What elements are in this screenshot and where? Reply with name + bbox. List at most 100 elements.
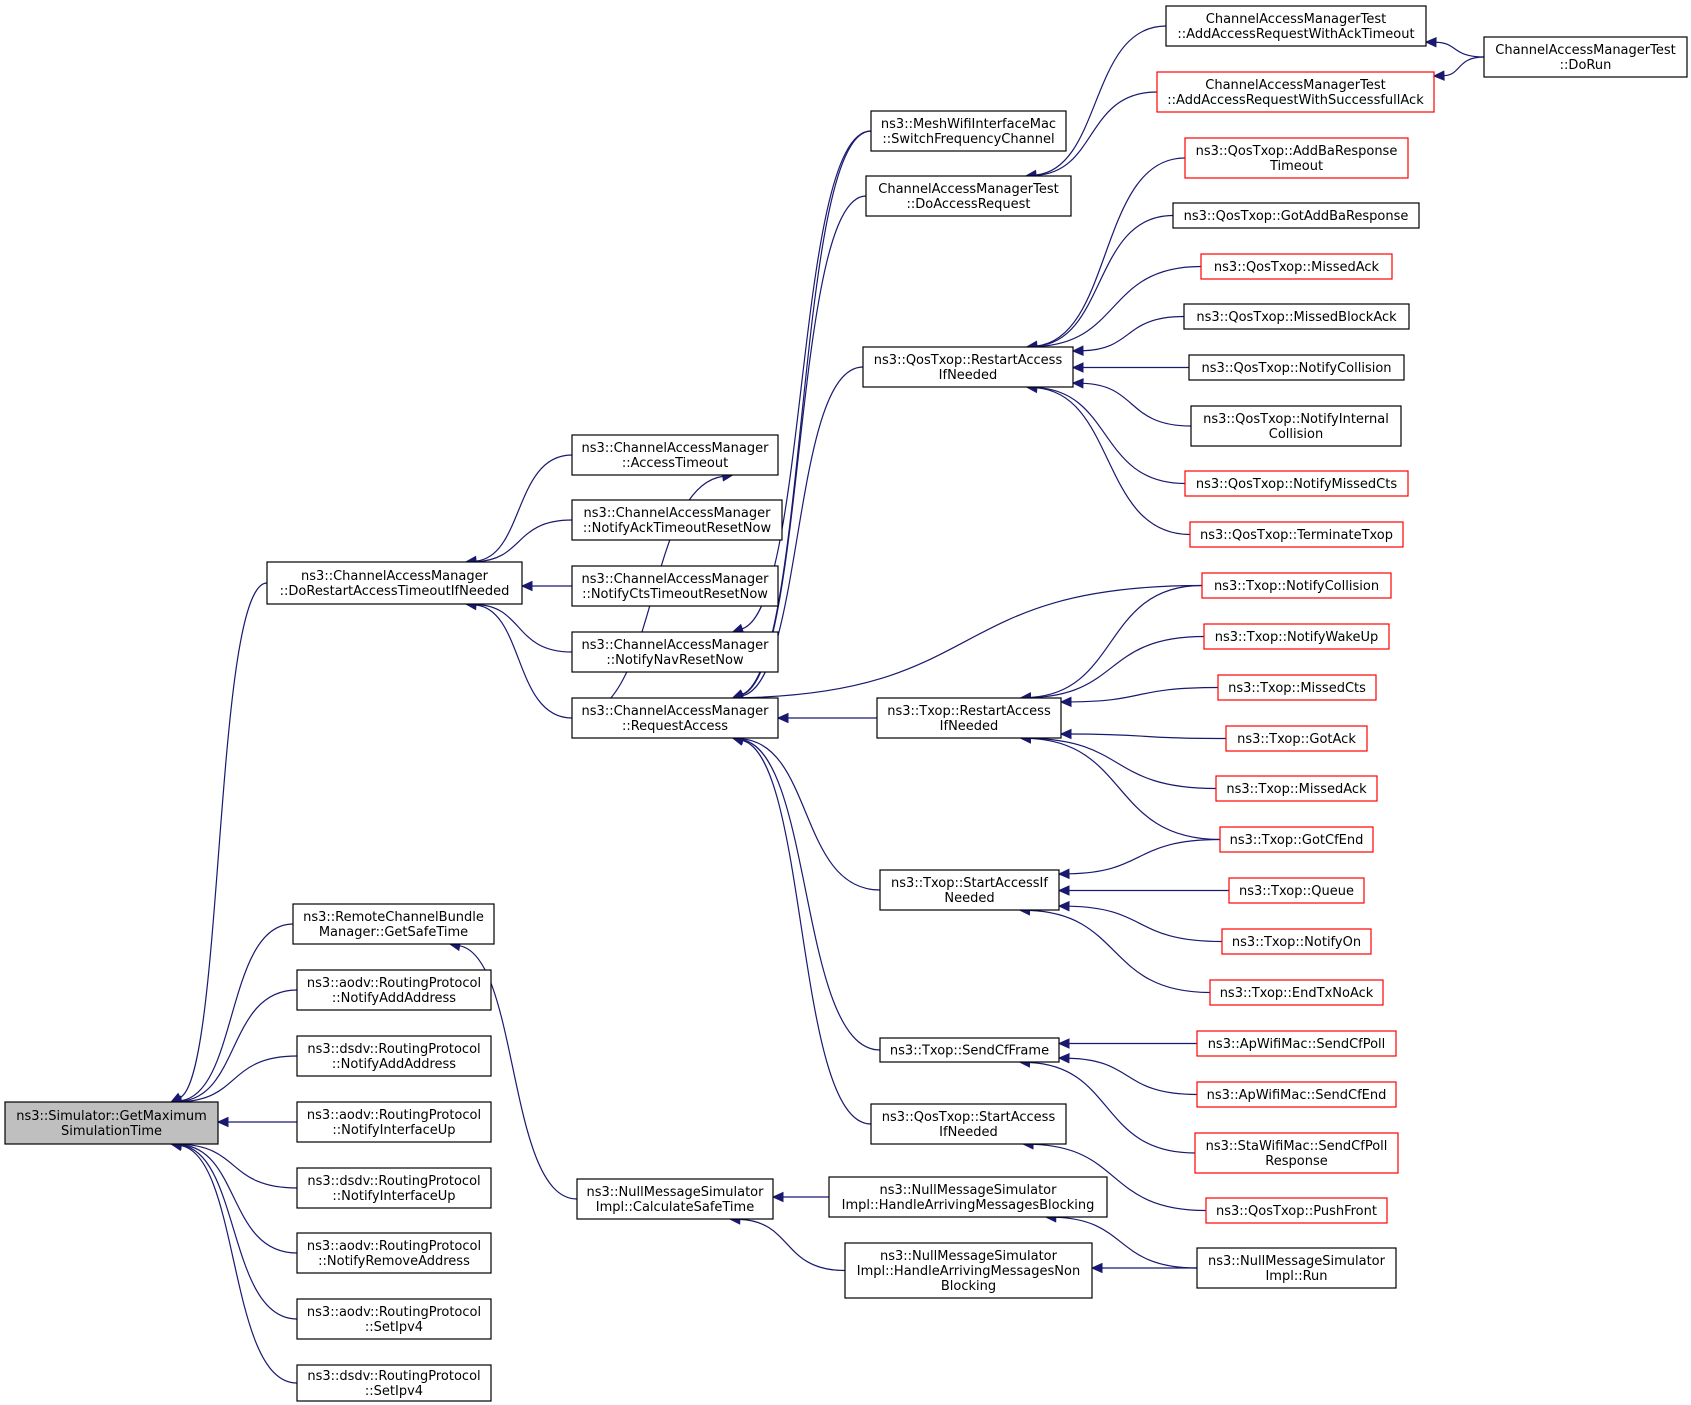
node-label-line: ns3::Txop::StartAccessIf [891,876,1048,891]
edge-line [1030,737,1217,790]
node-aodvSetIpv4[interactable]: ns3::aodv::RoutingProtocol::SetIpv4 [296,1298,492,1340]
node-ackReset[interactable]: ns3::ChannelAccessManager::NotifyAckTime… [571,499,783,541]
edge-ctsReset-to-doRestart [520,580,573,592]
node-txopNotifyOn[interactable]: ns3::Txop::NotifyOn [1221,928,1372,955]
edge-nmsRun-to-handleNonBlocking [1090,1262,1197,1274]
edge-apSendCfPoll-to-sendCfFrame [1057,1038,1197,1049]
edge-handleNonBlocking-to-calcSafe [728,1214,846,1272]
node-txopGotCfEnd[interactable]: ns3::Txop::GotCfEnd [1219,826,1374,853]
node-qosTerminate[interactable]: ns3::QosTxop::TerminateTxop [1189,521,1404,548]
node-txopMissedAck[interactable]: ns3::Txop::MissedAck [1215,775,1378,802]
node-remoteBundle[interactable]: ns3::RemoteChannelBundleManager::GetSafe… [292,903,495,945]
node-label-line: ns3::Txop::MissedCts [1228,681,1366,696]
node-txopWakeUp[interactable]: ns3::Txop::NotifyWakeUp [1203,623,1390,650]
node-box [870,110,1067,152]
node-apSendCfEnd[interactable]: ns3::ApWifiMac::SendCfEnd [1196,1081,1397,1108]
node-camtDoAccess[interactable]: ChannelAccessManagerTest::DoAccessReques… [865,175,1072,217]
edge-camtAckTimeout-to-camtDoAccess [1024,25,1167,181]
node-txopMissedCts[interactable]: ns3::Txop::MissedCts [1217,674,1377,701]
node-camtDoRun[interactable]: ChannelAccessManagerTest::DoRun [1483,36,1688,78]
edge-line [1036,265,1202,348]
node-box [292,903,495,945]
node-requestAccess[interactable]: ns3::ChannelAccessManager::RequestAccess [571,697,779,739]
node-box [1209,979,1384,1006]
node-camtSuccessAck[interactable]: ChannelAccessManagerTest::AddAccessReque… [1156,71,1435,113]
node-accessTimeout[interactable]: ns3::ChannelAccessManager::AccessTimeout [571,434,779,476]
node-box [1156,71,1435,113]
node-calcSafe[interactable]: ns3::NullMessageSimulatorImpl::Calculate… [576,1178,774,1220]
edge-arrowhead [1424,36,1437,48]
node-qosNotifyMissedCts[interactable]: ns3::QosTxop::NotifyMissedCts [1184,470,1409,497]
node-box [1172,202,1420,229]
node-camtAckTimeout[interactable]: ChannelAccessManagerTest::AddAccessReque… [1165,5,1427,47]
node-box [1188,354,1405,381]
edge-requestAccess-to-doRestart [464,599,573,719]
node-label-line: ::AddAccessRequestWithAckTimeout [1177,27,1414,42]
node-box [1228,877,1365,904]
node-meshSwitch[interactable]: ns3::MeshWifiInterfaceMac::SwitchFrequen… [870,110,1067,152]
edge-line [1030,584,1203,699]
edge-line [742,738,881,891]
node-aodvAdd[interactable]: ns3::aodv::RoutingProtocol::NotifyAddAdd… [296,969,492,1011]
edge-line [181,1055,298,1103]
node-box [1196,1247,1397,1289]
edge-txopMissedCts-to-txopRestart [1059,686,1219,708]
node-apSendCfPoll[interactable]: ns3::ApWifiMac::SendCfPoll [1196,1030,1397,1057]
edge-line [1035,25,1167,176]
node-qosNotifyCollision[interactable]: ns3::QosTxop::NotifyCollision [1188,354,1405,381]
node-dsdvIfUp[interactable]: ns3::dsdv::RoutingProtocol::NotifyInterf… [296,1167,492,1209]
node-label-line: ns3::QosTxop::AddBaResponse [1196,144,1398,159]
node-box [1215,775,1378,802]
edge-line [742,366,864,697]
node-sendCfFrame[interactable]: ns3::Txop::SendCfFrame [879,1037,1060,1063]
node-qosGotAddBa[interactable]: ns3::QosTxop::GotAddBaResponse [1172,202,1420,229]
node-box [1225,725,1368,752]
node-label-line: ChannelAccessManagerTest [878,182,1058,197]
edge-line [1030,635,1205,699]
node-label-line: ns3::QosTxop::NotifyMissedCts [1196,477,1397,492]
node-box [879,869,1060,911]
node-handleNonBlocking[interactable]: ns3::NullMessageSimulatorImpl::HandleArr… [844,1242,1093,1299]
node-ctsReset[interactable]: ns3::ChannelAccessManager::NotifyCtsTime… [571,565,779,607]
node-doRestart[interactable]: ns3::ChannelAccessManager::DoRestartAcce… [266,561,523,605]
node-navReset[interactable]: ns3::ChannelAccessManager::NotifyNavRese… [571,631,779,673]
edge-line [1036,386,1186,485]
edges-layer [169,25,1485,1384]
edge-qosStart-to-requestAccess [731,735,872,1125]
edge-arrowhead [1071,345,1084,356]
node-label-line: ns3::ChannelAccessManager [582,638,770,653]
edge-line [181,1143,298,1189]
node-qosMissedAck[interactable]: ns3::QosTxop::MissedAck [1200,253,1393,280]
node-handleBlocking[interactable]: ns3::NullMessageSimulatorImpl::HandleArr… [828,1176,1108,1218]
node-txopNotifyCollision[interactable]: ns3::Txop::NotifyCollision [1201,572,1392,599]
node-dsdvSetIpv4[interactable]: ns3::dsdv::RoutingProtocol::SetIpv4 [296,1364,492,1402]
node-txopEndTxNoAck[interactable]: ns3::Txop::EndTxNoAck [1209,979,1384,1006]
node-dsdvAdd[interactable]: ns3::dsdv::RoutingProtocol::NotifyAddAdd… [296,1035,492,1077]
node-label-line: ::NotifyNavResetNow [606,653,744,668]
edge-txopMissedAck-to-txopRestart [1019,732,1217,790]
node-aodvRemove[interactable]: ns3::aodv::RoutingProtocol::NotifyRemove… [296,1232,492,1274]
node-box [571,434,779,476]
node-box [576,1178,774,1220]
node-qosPushFront[interactable]: ns3::QosTxop::PushFront [1205,1197,1388,1224]
node-label-line: ns3::NullMessageSimulator [1208,1254,1386,1269]
edge-line [1070,733,1227,740]
node-label-line: ns3::Txop::Queue [1239,884,1354,899]
edge-line [742,739,881,1051]
node-txopQueue[interactable]: ns3::Txop::Queue [1228,877,1365,904]
node-aodvIfUp[interactable]: ns3::aodv::RoutingProtocol::NotifyInterf… [296,1101,492,1143]
edge-line [181,989,298,1102]
node-qosMissedBlockAck[interactable]: ns3::QosTxop::MissedBlockAck [1183,303,1410,330]
node-box [1196,1081,1397,1108]
node-txopGotAck[interactable]: ns3::Txop::GotAck [1225,725,1368,752]
edge-qosNotifyInternal-to-qosRestart [1071,378,1192,427]
